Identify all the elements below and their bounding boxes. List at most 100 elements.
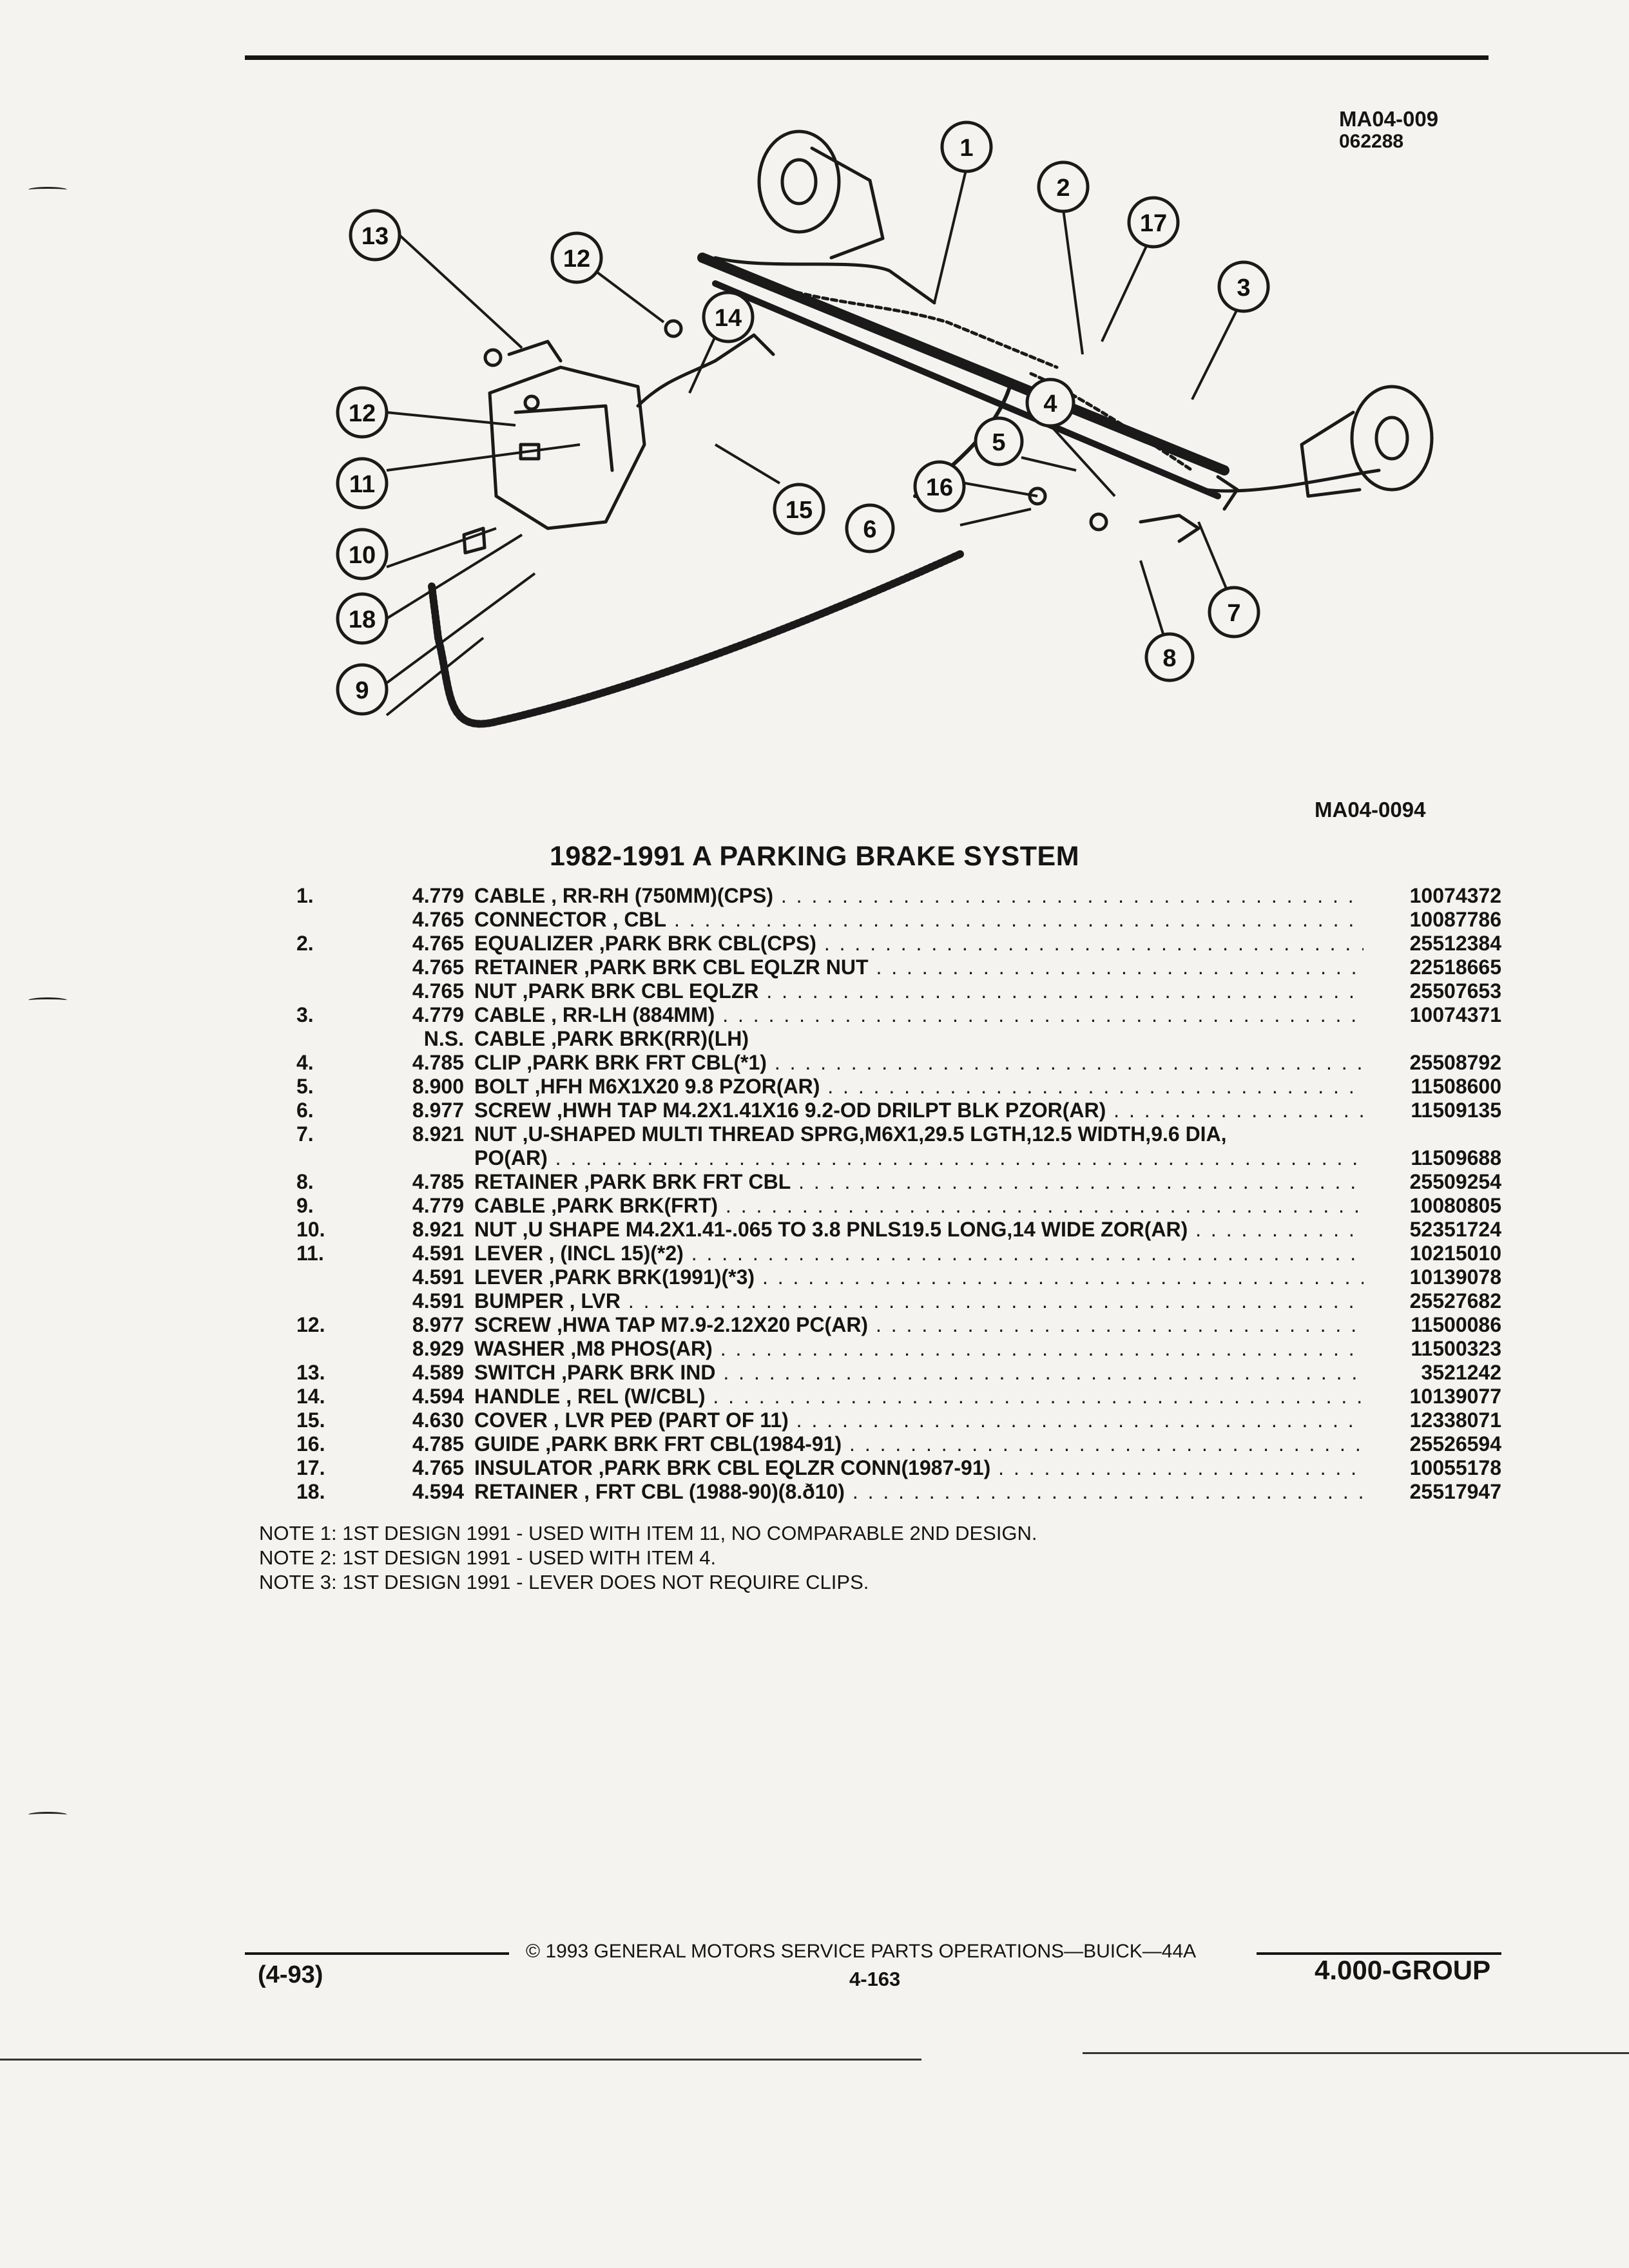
callout-2-label: 2: [1056, 175, 1070, 202]
part-item-number: 16.: [296, 1432, 325, 1456]
part-number: 11500086: [1411, 1313, 1501, 1336]
callout-4-label: 4: [1043, 390, 1057, 418]
part-group-number: 4.785: [412, 1051, 464, 1074]
part-number: 22518665: [1409, 956, 1501, 979]
part-item-number: 4.: [296, 1051, 314, 1074]
part-number: 25512384: [1409, 932, 1501, 955]
part-description: EQUALIZER ,PARK BRK CBL(CPS) . . . . . .…: [474, 932, 1364, 955]
top-rule: [245, 55, 1489, 60]
callout-9-label: 9: [355, 677, 369, 704]
part-row: PO(AR) . . . . . . . . . . . . . . . . .…: [284, 1146, 1508, 1170]
footer-group: 4.000-GROUP: [1315, 1955, 1491, 1985]
callout-8: [1144, 632, 1195, 682]
part-group-number: 4.765: [412, 956, 464, 979]
part-group-number: N.S.: [423, 1027, 464, 1050]
part-number: 10139078: [1409, 1265, 1501, 1289]
callout-13-label: 13: [361, 223, 389, 250]
callout-18-label: 18: [349, 606, 376, 633]
part-description: BUMPER , LVR . . . . . . . . . . . . . .…: [474, 1289, 1364, 1312]
callout-5-label: 5: [992, 429, 1005, 456]
part-description: SCREW ,HWA TAP M7.9-2.12X20 PC(AR) . . .…: [474, 1313, 1364, 1336]
callout-7: [1208, 586, 1260, 639]
part-description: SCREW ,HWH TAP M4.2X1.41X16 9.2-OD DRILP…: [474, 1099, 1364, 1122]
part-item-number: 8.: [296, 1170, 314, 1193]
callout-7-label: 7: [1227, 600, 1240, 627]
margin-mark: [28, 1812, 67, 1818]
callout-16: [913, 460, 966, 513]
note-line: NOTE 3: 1ST DESIGN 1991 - LEVER DOES NOT…: [259, 1571, 869, 1593]
part-group-number: 4.779: [412, 884, 464, 907]
note-line: NOTE 2: 1ST DESIGN 1991 - USED WITH ITEM…: [259, 1546, 717, 1569]
part-number: 11509135: [1411, 1099, 1501, 1122]
part-group-number: 4.765: [412, 979, 464, 1003]
part-group-number: 4.591: [412, 1242, 464, 1265]
callout-11: [336, 457, 389, 510]
part-number: 52351724: [1409, 1218, 1501, 1241]
part-description: NUT ,U SHAPE M4.2X1.41-.065 TO 3.8 PNLS1…: [474, 1218, 1364, 1241]
part-group-number: 4.591: [412, 1265, 464, 1289]
callout-3: [1217, 260, 1270, 313]
part-number: 10055178: [1409, 1456, 1501, 1479]
callout-13: [349, 209, 401, 262]
part-description: COVER , LVR PEĐ (PART OF 11) . . . . . .…: [474, 1408, 1364, 1432]
part-description: HANDLE , REL (W/CBL) . . . . . . . . . .…: [474, 1385, 1364, 1408]
part-group-number: 4.765: [412, 1456, 464, 1479]
part-number: 25527682: [1409, 1289, 1501, 1312]
footer-page-number: 4-163: [849, 1968, 901, 1990]
part-row: 4.591 BUMPER , LVR . . . . . . . . . . . …: [284, 1289, 1508, 1313]
parking-brake-diagram: 1 2 17 3 4 5 16 6 7 8 13 12 14 12 11 10 …: [336, 120, 1434, 728]
part-description: LEVER , (INCL 15)(*2) . . . . . . . . . …: [474, 1242, 1364, 1265]
part-group-number: 8.977: [412, 1099, 464, 1122]
header-date-code: 062288: [1339, 131, 1404, 152]
part-number: 10074372: [1409, 884, 1501, 907]
part-number: 25508792: [1409, 1051, 1501, 1074]
part-group-number: 4.594: [412, 1385, 464, 1408]
part-description: LEVER ,PARK BRK(1991)(*3) . . . . . . . …: [474, 1265, 1364, 1289]
part-group-number: 4.779: [412, 1194, 464, 1217]
part-item-number: 7.: [296, 1122, 314, 1146]
part-item-number: 14.: [296, 1385, 325, 1408]
callout-10: [336, 528, 389, 581]
part-item-number: 13.: [296, 1361, 325, 1384]
part-item-number: 3.: [296, 1003, 314, 1026]
part-group-number: 8.921: [412, 1122, 464, 1146]
part-item-number: 9.: [296, 1194, 314, 1217]
scan-line: [0, 2059, 921, 2061]
part-group-number: 4.785: [412, 1432, 464, 1456]
callout-14-label: 14: [715, 305, 742, 332]
callout-17-label: 17: [1140, 210, 1167, 237]
scan-line: [1083, 2052, 1629, 2054]
part-group-number: 4.785: [412, 1170, 464, 1193]
callout-18: [336, 592, 389, 645]
part-group-number: 4.779: [412, 1003, 464, 1026]
callout-6: [845, 503, 895, 553]
part-group-number: 8.929: [412, 1337, 464, 1360]
callout-15: [773, 483, 825, 535]
part-group-number: 4.591: [412, 1289, 464, 1312]
part-item-number: 15.: [296, 1408, 325, 1432]
callout-1: [940, 120, 993, 173]
part-item-number: 1.: [296, 884, 314, 907]
part-description: CABLE ,PARK BRK(RR)(LH): [474, 1027, 749, 1050]
callout-14: [702, 291, 755, 343]
footer-copyright: © 1993 GENERAL MOTORS SERVICE PARTS OPER…: [526, 1941, 1197, 1962]
callout-5: [974, 416, 1024, 466]
part-group-number: 4.594: [412, 1480, 464, 1503]
part-description: BOLT ,HFH M6X1X20 9.8 PZOR(AR) . . . . .…: [474, 1075, 1364, 1098]
part-description: CABLE , RR-LH (884MM) . . . . . . . . . …: [474, 1003, 1364, 1026]
part-group-number: 4.589: [412, 1361, 464, 1384]
